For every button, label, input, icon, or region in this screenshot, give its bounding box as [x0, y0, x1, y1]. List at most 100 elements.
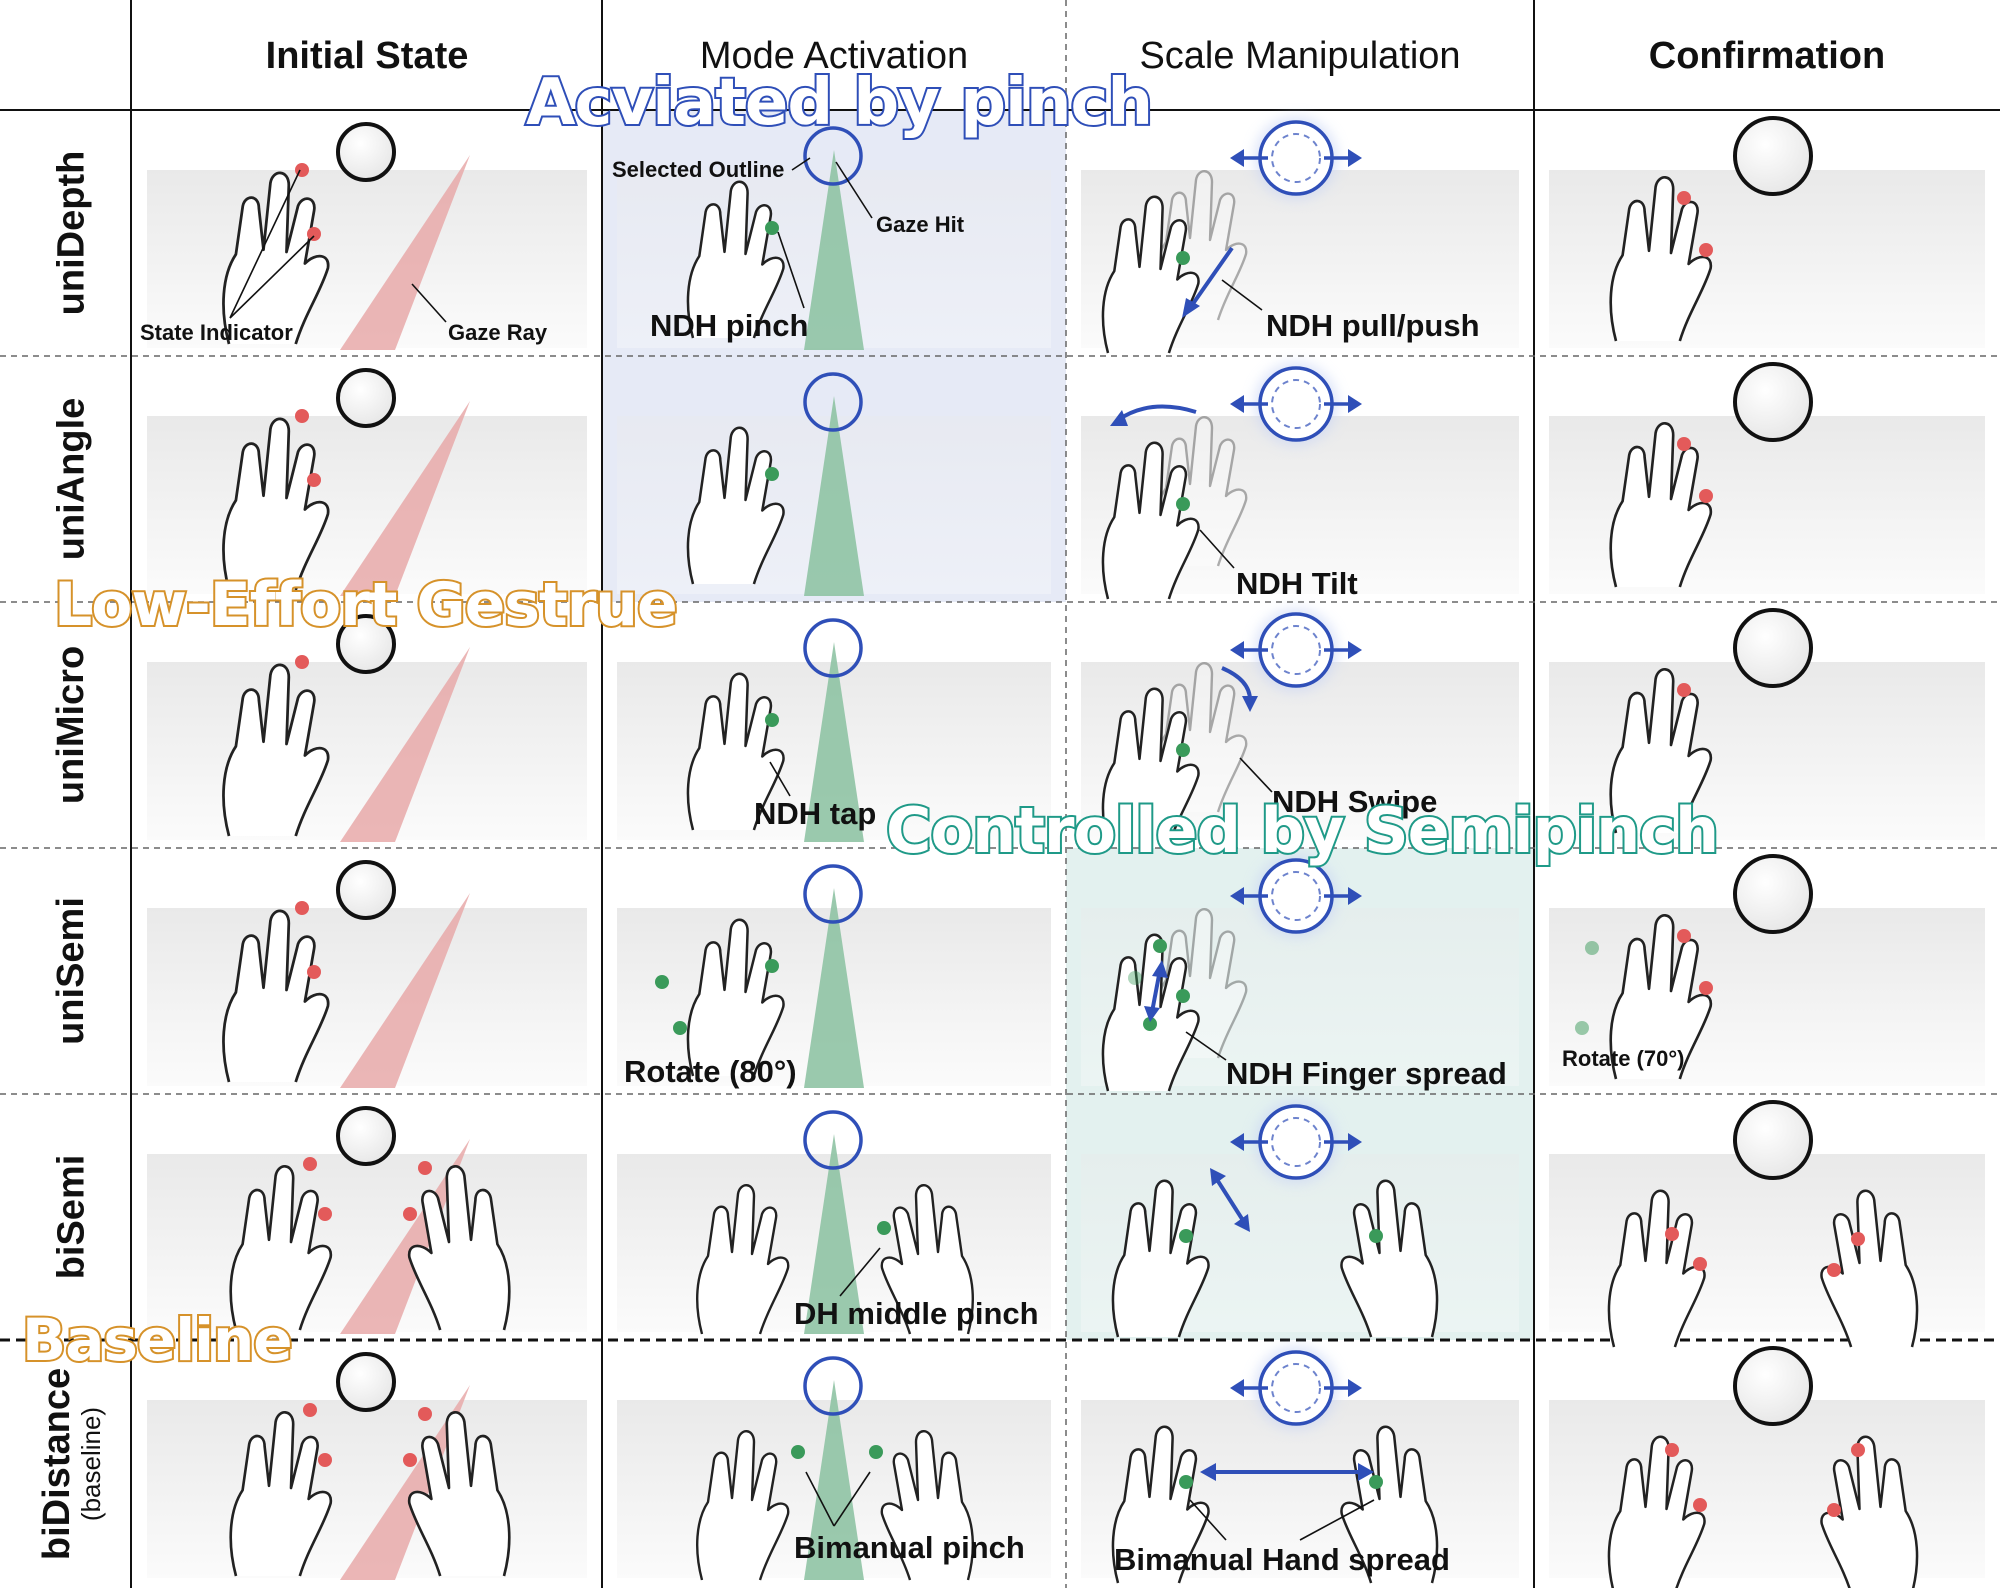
hand-initial-right-bisemi: [407, 1165, 511, 1331]
target-activation-unisemi: [803, 864, 863, 924]
target-scale-uniangle-inner: [1271, 379, 1321, 429]
label-bimanual-hand-spread: Bimanual Hand spread: [1114, 1542, 1450, 1577]
fingertip-confirm-1-unimicro: [1677, 683, 1691, 697]
row-label-bidistance-main: biDistance: [36, 1367, 79, 1561]
label-selected-outline: Selected Outline: [612, 157, 785, 182]
hand-activation-uniangle-outline: [686, 426, 785, 585]
arrow-finger-spread-head-bottom: [1144, 1006, 1160, 1022]
fingertip-confirm-ghost-b-unisemi: [1575, 1021, 1589, 1035]
target-confirm-uniangle: [1733, 362, 1813, 442]
target-confirm-unimicro: [1733, 608, 1813, 688]
target-scale-bisemi-inner: [1271, 1117, 1321, 1167]
fingertip-scale-2-bidistance: [1369, 1475, 1383, 1489]
hand-activation-right-bisemi: [880, 1184, 974, 1335]
hand-activation-left-bisemi: [696, 1184, 790, 1335]
leader-selected-outline: [791, 157, 811, 171]
gaze-ray-active-unidepth: [804, 150, 864, 350]
target-scale-unisemi-inner: [1271, 871, 1321, 921]
fingertip-confirm-2-unisemi: [1699, 981, 1713, 995]
label-ndh-tap: NDH tap: [754, 796, 877, 831]
fingertip-confirm-3-bidistance: [1851, 1443, 1865, 1457]
arrow-finger-spread: [1150, 969, 1162, 1013]
hand-scale-left-bidistance-outline: [1111, 1425, 1210, 1584]
fingertip-scale-unisemi: [1176, 989, 1190, 1003]
hand-activation-right-bisemi-outline: [880, 1184, 974, 1335]
target-confirm-unidepth: [1733, 116, 1813, 196]
label-ndh-finger-spread: NDH Finger spread: [1226, 1056, 1507, 1091]
fingertip-confirm-4-bisemi: [1827, 1263, 1841, 1277]
label-ndh-pinch: NDH pinch: [650, 308, 809, 343]
gaze-ray-unidepth: [340, 155, 470, 350]
hand-initial-right-bidistance-outline: [407, 1411, 511, 1577]
hand-scale-left-bidistance: [1111, 1425, 1210, 1584]
fingertip-confirm-2-bidistance: [1693, 1498, 1707, 1512]
hand-activation-unisemi: [686, 918, 785, 1077]
hand-initial-unidepth: [222, 171, 330, 345]
row-label-bisemi: biSemi: [50, 1154, 93, 1280]
fingertip-scale-2-bisemi: [1369, 1229, 1383, 1243]
fingertip-activation-a-unisemi: [655, 975, 669, 989]
hand-scale-uniangle: [1101, 441, 1200, 600]
hand-initial-left-bidistance-outline: [229, 1411, 333, 1577]
fingertip-scale-a-unisemi: [1153, 939, 1167, 953]
hand-initial-unidepth-outline: [222, 171, 330, 345]
fingertip-initial-2-uniangle: [307, 473, 321, 487]
target-scale-unimicro-inner: [1271, 625, 1321, 675]
target-activation-bisemi: [803, 1110, 863, 1170]
row-label-bidistance: biDistance(baseline): [26, 1340, 116, 1588]
hand-activation-left-bisemi-outline: [696, 1184, 790, 1335]
fingertip-initial-l1-bisemi: [303, 1157, 317, 1171]
leader-gaze-hit: [835, 161, 873, 219]
target-scale-bidistance-arrow-left-head: [1230, 1379, 1244, 1397]
fingertip-confirm-1-unidepth: [1677, 191, 1691, 205]
hand-activation-uniangle: [686, 426, 785, 585]
target-activation-uniangle: [803, 372, 863, 432]
hand-activation-left-bidistance: [696, 1430, 790, 1581]
fingertip-scale-b-unisemi: [1143, 1017, 1157, 1031]
hand-initial-unisemi: [222, 909, 330, 1083]
target-scale-bisemi: [1258, 1104, 1334, 1180]
target-scale-bidistance-arrow-right-head: [1348, 1379, 1362, 1397]
target-scale-unidepth-arrow-right-head: [1348, 149, 1362, 167]
fingertip-initial-r2-bisemi: [403, 1207, 417, 1221]
fingertip-initial-2-unisemi: [307, 965, 321, 979]
target-scale-unidepth-inner: [1271, 133, 1321, 183]
arrow-bisemi-spread: [1214, 1176, 1246, 1224]
hand-confirm-right-bisemi: [1820, 1189, 1919, 1348]
fingertip-scale-uniangle: [1176, 497, 1190, 511]
arrow-tilt-head: [1110, 410, 1128, 426]
hand-scale-uniangle-outline: [1101, 441, 1200, 600]
fingertip-activation-1-bisemi: [877, 1221, 891, 1235]
target-scale-unimicro-arrow-left-head: [1230, 641, 1244, 659]
gaze-ray-unimicro: [340, 647, 470, 842]
fingertip-initial-r1-bidistance: [418, 1407, 432, 1421]
column-header-initial-state: Initial State: [265, 34, 469, 77]
target-scale-unimicro-arrow-right-head: [1348, 641, 1362, 659]
hand-initial-uniangle-outline: [222, 417, 330, 591]
fingertip-confirm-4-bidistance: [1827, 1503, 1841, 1517]
hand-scale-right-bisemi-outline: [1340, 1179, 1439, 1338]
hand-scale-right-bidistance-outline: [1340, 1425, 1439, 1584]
fingertip-initial-r2-bidistance: [403, 1453, 417, 1467]
fingertip-scale-1-bidistance: [1179, 1475, 1193, 1489]
label-state-indicator: State Indicator: [140, 320, 293, 345]
fingertip-activation-2-bidistance: [869, 1445, 883, 1459]
target-activation-bidistance: [803, 1356, 863, 1416]
fingertip-confirm-1-bidistance: [1665, 1443, 1679, 1457]
hand-activation-right-bidistance: [880, 1430, 974, 1581]
gaze-ray-active-unimicro: [804, 642, 864, 842]
target-confirm-unisemi: [1733, 854, 1813, 934]
target-initial-uniangle: [336, 368, 396, 428]
gaze-ray-uniangle: [340, 401, 470, 596]
hand-activation-unidepth: [686, 180, 785, 339]
target-confirm-bisemi: [1733, 1100, 1813, 1180]
target-initial-unimicro: [336, 614, 396, 674]
fingertip-activation-uniangle: [765, 467, 779, 481]
arrow-pull-push: [1188, 246, 1234, 310]
fingertip-confirm-2-unidepth: [1699, 243, 1713, 257]
hand-activation-left-bidistance-outline: [696, 1430, 790, 1581]
fingertip-confirm-2-bisemi: [1693, 1257, 1707, 1271]
overlay-low-effort-gesture: Low-Effort Gestrue: [52, 568, 680, 642]
arrow-pull-push-head: [1182, 298, 1200, 318]
